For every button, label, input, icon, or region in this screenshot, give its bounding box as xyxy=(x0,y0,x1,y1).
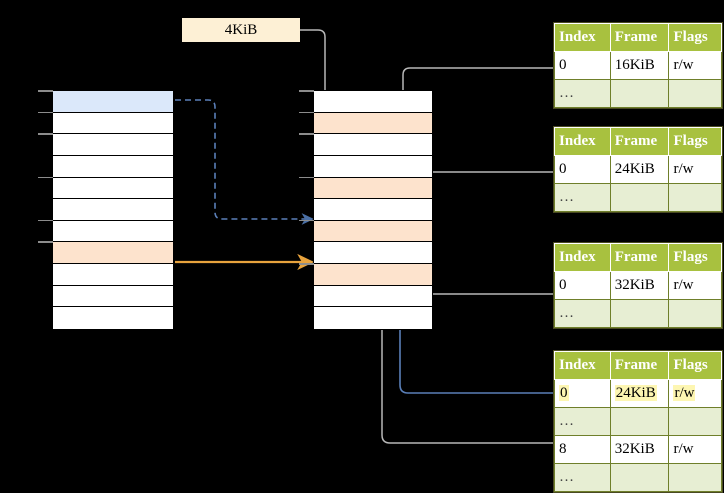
table-cell: 24KiB xyxy=(609,155,670,184)
memory-cell xyxy=(53,155,173,178)
column-header: Frame xyxy=(609,351,670,380)
table-cell: r/w xyxy=(668,435,722,464)
table-cell xyxy=(668,407,722,436)
boundary-tick xyxy=(38,241,53,244)
table-cell: … xyxy=(554,299,611,328)
memory-cell xyxy=(314,307,432,329)
virtual-address-space-column xyxy=(52,90,174,330)
table-cell: r/w xyxy=(668,51,722,80)
table-cell: 24KiB xyxy=(609,379,670,408)
table-cell xyxy=(609,79,670,108)
column-header: Index xyxy=(554,127,611,156)
table-cell: 8 xyxy=(554,435,611,464)
table-row: … xyxy=(554,407,722,436)
column-header: Index xyxy=(554,351,611,380)
table-cell xyxy=(668,183,722,212)
memory-cell xyxy=(53,199,173,221)
column-header: Index xyxy=(554,23,611,52)
table-cell: r/w xyxy=(668,379,722,408)
table-cell: … xyxy=(554,463,611,492)
wire-virtual-to-physical-dashed xyxy=(175,99,314,225)
page-size-tag: 4KiB xyxy=(182,18,300,42)
table-cell xyxy=(609,299,670,328)
memory-cell xyxy=(314,285,432,308)
column-header: Flags xyxy=(668,351,722,380)
column-header: Frame xyxy=(609,127,670,156)
column-header: Flags xyxy=(668,243,722,272)
table-row: … xyxy=(554,79,722,108)
boundary-tick xyxy=(38,133,53,135)
memory-cell xyxy=(53,220,173,243)
memory-cell xyxy=(314,112,432,135)
memory-cell xyxy=(53,285,173,308)
column-header: Frame xyxy=(609,243,670,272)
memory-cell xyxy=(53,91,173,113)
memory-cell xyxy=(53,177,173,200)
memory-cell xyxy=(53,307,173,329)
table-cell xyxy=(668,463,722,492)
physical-memory-column xyxy=(313,90,433,330)
table-cell xyxy=(609,407,670,436)
memory-cell xyxy=(314,134,432,156)
table-row: … xyxy=(554,299,722,328)
table-cell: 0 xyxy=(554,155,611,184)
column-header: Flags xyxy=(668,23,722,52)
memory-cell xyxy=(53,242,173,264)
highlighted-value: 0 xyxy=(559,385,569,401)
boundary-tick xyxy=(38,219,53,222)
boundary-tick xyxy=(299,263,314,265)
table-cell xyxy=(609,183,670,212)
table-cell: 32KiB xyxy=(609,271,670,300)
table-cell: r/w xyxy=(668,155,722,184)
column-header: Frame xyxy=(609,23,670,52)
highlighted-value: 24KiB xyxy=(614,385,657,401)
table-cell: … xyxy=(554,79,611,108)
table-cell: 32KiB xyxy=(609,435,670,464)
boundary-tick xyxy=(299,90,314,92)
table-cell: … xyxy=(554,183,611,212)
boundary-tick xyxy=(38,90,53,92)
memory-cell xyxy=(314,155,432,178)
memory-cell xyxy=(53,264,173,286)
boundary-tick xyxy=(299,133,314,135)
boundary-tick xyxy=(299,219,314,222)
memory-cell xyxy=(314,199,432,221)
table-cell xyxy=(668,299,722,328)
memory-cell xyxy=(314,264,432,286)
memory-cell xyxy=(53,134,173,156)
table-cell xyxy=(668,79,722,108)
boundary-tick xyxy=(299,111,314,114)
table-row: … xyxy=(554,463,722,492)
memory-cell xyxy=(314,220,432,243)
boundary-tick xyxy=(38,111,53,114)
column-header: Flags xyxy=(668,127,722,156)
boundary-tick xyxy=(299,176,314,179)
memory-cell xyxy=(314,91,432,113)
memory-cell xyxy=(53,112,173,135)
highlighted-value: r/w xyxy=(673,385,696,401)
table-cell: … xyxy=(554,407,611,436)
table-cell: 0 xyxy=(554,271,611,300)
table-cell: 0 xyxy=(554,379,611,408)
column-header: Index xyxy=(554,243,611,272)
table-cell: 16KiB xyxy=(609,51,670,80)
boundary-tick xyxy=(38,176,53,179)
memory-cell xyxy=(314,242,432,264)
memory-cell xyxy=(314,177,432,200)
table-row: … xyxy=(554,183,722,212)
table-cell: r/w xyxy=(668,271,722,300)
table-cell: 0 xyxy=(554,51,611,80)
table-cell xyxy=(609,463,670,492)
table-row: 0 24KiB r/w xyxy=(554,379,722,408)
